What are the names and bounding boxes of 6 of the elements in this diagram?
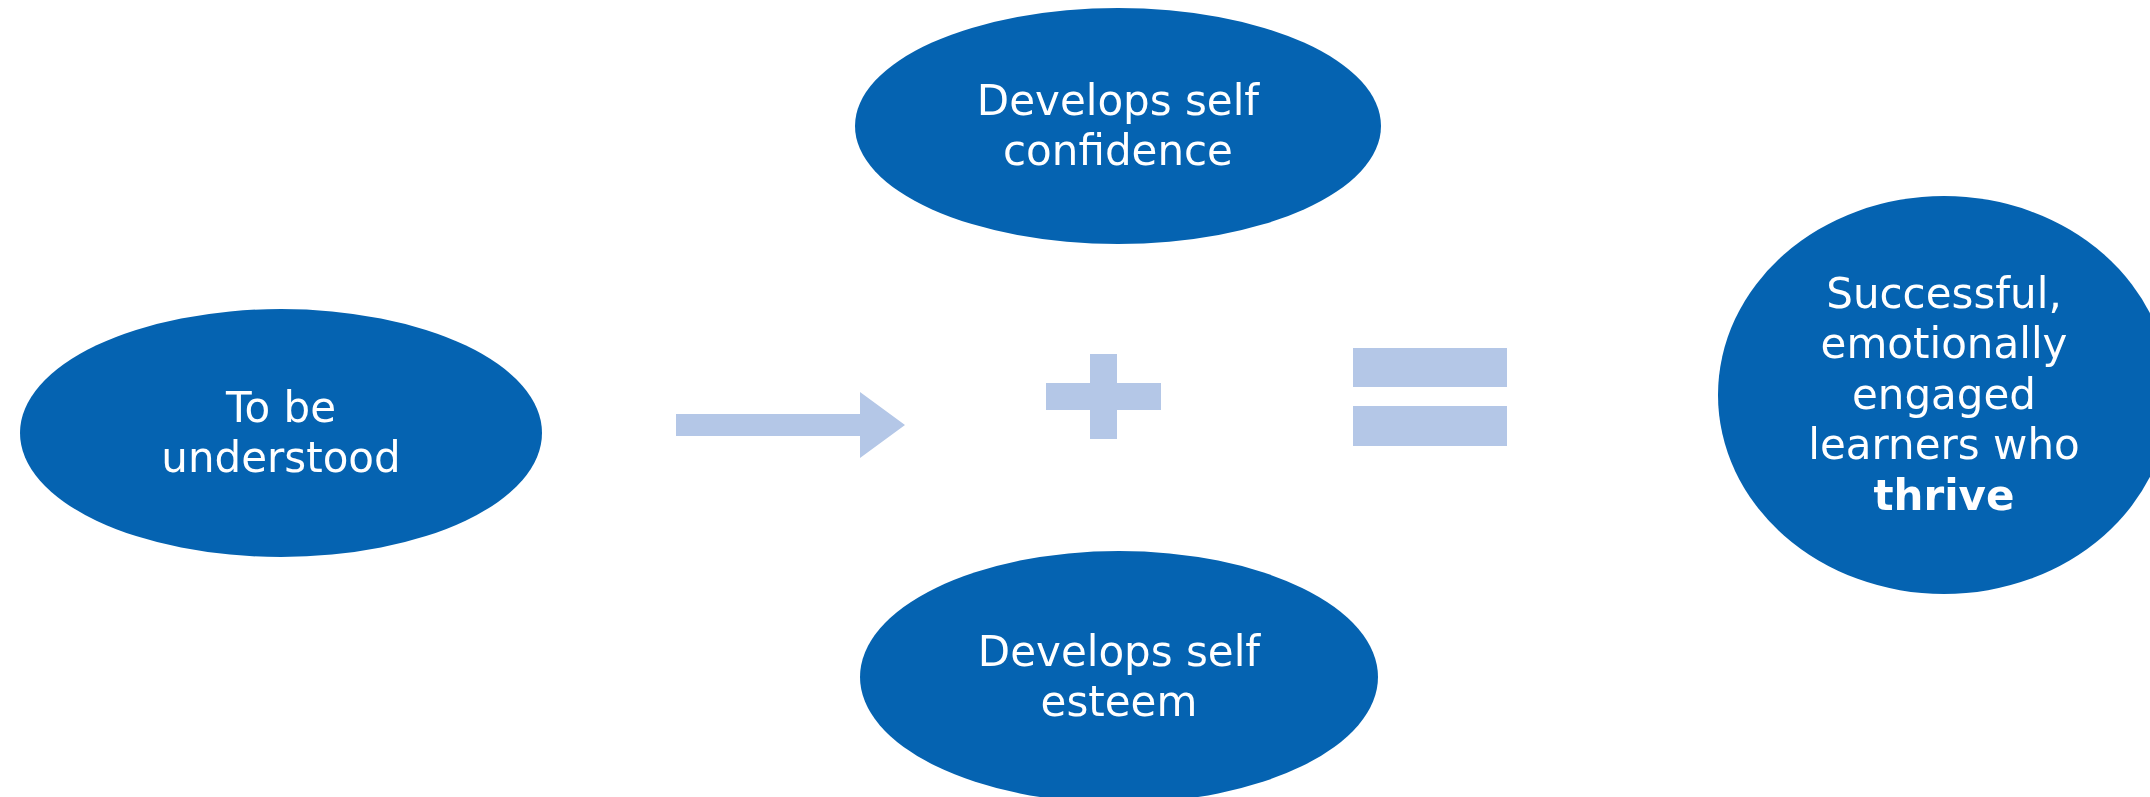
- oval-node: [20, 309, 542, 557]
- oval-node: [855, 8, 1381, 244]
- node-label: To be understood: [160, 382, 402, 484]
- node-label: Successful, emotionally engaged learners who thrive: [1807, 269, 2081, 521]
- node-label: Develops self confidence: [975, 75, 1261, 177]
- node-label: Develops self esteem: [976, 626, 1262, 728]
